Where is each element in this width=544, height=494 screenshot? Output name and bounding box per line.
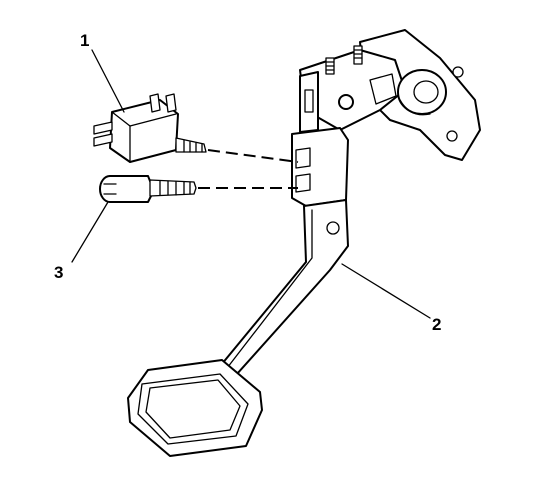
callout-label-3: 3 [54, 263, 63, 282]
callout-label-2: 2 [432, 315, 441, 334]
leader-line-1 [91, 49, 125, 113]
stop-lamp-switch [93, 93, 207, 163]
brake-pedal-arm [127, 127, 349, 457]
leader-line-2 [341, 263, 431, 319]
leader-line-3 [71, 201, 109, 263]
cruise-release-switch [99, 175, 197, 203]
pedal-mounting-bracket [299, 29, 481, 161]
switch-install-guide-upper [207, 149, 299, 163]
callout-label-1: 1 [80, 31, 89, 50]
